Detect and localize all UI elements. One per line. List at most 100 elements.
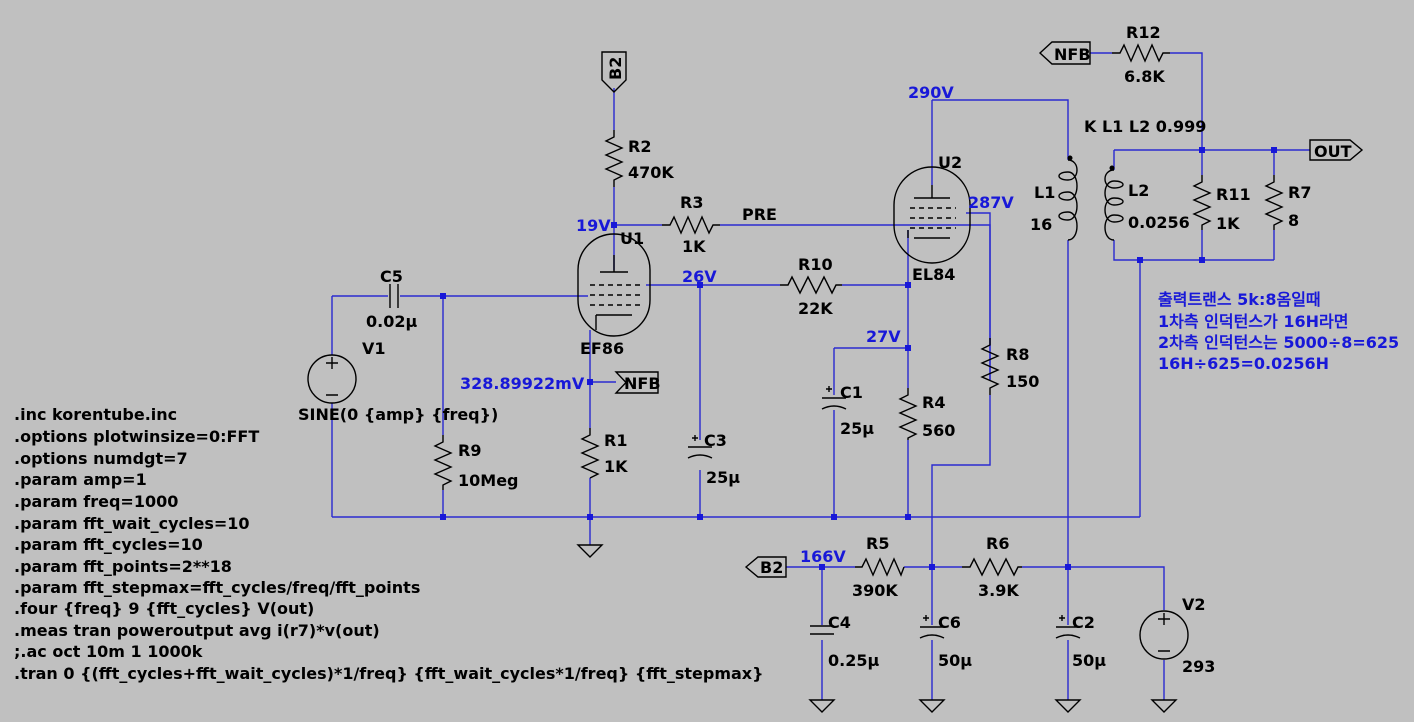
directive-line: .param fft_stepmax=fft_cycles/freq/fft_p… [14,578,420,597]
u1-name: U1 [620,229,644,248]
voltage-cathode-u1: 328.89922mV [460,374,585,393]
c2-value: 50µ [1072,651,1106,670]
spice-directives: .inc korentube.inc .options plotwinsize=… [14,405,764,683]
b2-bottom-flag [744,556,787,578]
junction-dot [1271,147,1277,153]
ground-icon [918,699,946,713]
r5-name: R5 [866,534,889,553]
out-label: OUT [1314,142,1352,161]
r1-resistor [580,428,600,479]
u2-name: U2 [938,153,962,172]
r10-name: R10 [798,255,833,274]
b2-top-label: B2 [606,57,625,80]
supply-wire [786,566,1165,610]
r12-value: 6.8K [1124,67,1165,86]
r5-value: 390K [852,581,898,600]
junction-dot [1065,564,1071,570]
directive-line: .param fft_points=2**18 [14,557,232,576]
c1-name: C1 [840,383,863,402]
ground-icon [808,699,836,713]
u2-value: EL84 [912,265,955,284]
r3-name: R3 [680,193,703,212]
c4-capacitor [810,625,834,635]
capacitors [389,284,1081,639]
l1-name: L1 [1034,183,1055,202]
junctions [440,147,1277,570]
nfb-mid-label: NFB [624,374,661,393]
junction-dot [831,514,837,520]
ground-symbols [576,544,1178,713]
c6-capacitor [919,615,945,639]
r3-resistor [662,215,720,235]
r4-name: R4 [922,393,945,412]
r4-value: 560 [922,421,955,440]
r2-resistor [604,130,624,187]
r4-resistor [898,388,918,440]
r10-value: 22K [798,299,833,318]
c1-wire [833,347,908,517]
out-flag [1309,139,1364,161]
comment-line: 1차측 인덕턴스가 16H라면 [1158,312,1348,331]
junction-dot [819,564,825,570]
c4-name: C4 [828,613,851,632]
r6-value: 3.9K [978,581,1019,600]
nfb-top-wire [1090,52,1203,150]
r5-resistor [855,557,905,577]
coupling-directive: K L1 L2 0.999 [1084,117,1206,136]
directive-line: .options numdgt=7 [14,449,188,468]
r11-value: 1K [1216,214,1240,233]
comment-line: 16H÷625=0.0256H [1158,354,1329,373]
r1-name: R1 [604,431,627,450]
ground-icon [1054,699,1082,713]
r6-resistor [962,557,1022,577]
junction-dot [587,514,593,520]
l1-inductor [1058,159,1078,241]
directive-line: .param amp=1 [14,470,147,489]
nfb-top-flag [1038,41,1091,65]
u1-tube [577,233,651,337]
r6-name: R6 [986,534,1009,553]
net-flags: B2 NFB NFB OUT B2 [601,41,1364,578]
c3-name: C3 [704,431,727,450]
r7-name: R7 [1288,183,1311,202]
r9-name: R9 [458,441,481,460]
voltage-plate-u1: 19V [576,216,611,235]
c6-name: C6 [938,613,961,632]
resistors [433,43,1284,577]
comment-line: 2차측 인덕턴스는 5000÷8=625 [1158,333,1399,352]
c5-capacitor [389,284,399,308]
r8-resistor [980,338,1000,395]
nfb-mid-flag [614,371,659,394]
l2-inductor [1104,169,1124,241]
directive-line: .param fft_wait_cycles=10 [14,514,250,533]
junction-dot [1137,257,1143,263]
voltage-b2-supply: 166V [800,547,846,566]
junction-dot [929,564,935,570]
voltage-cathode-u2: 27V [866,327,901,346]
r10-resistor [780,275,842,295]
b2-bottom-label: B2 [760,558,783,577]
v1-value: SINE(0 {amp} {freq}) [298,405,498,424]
r2-name: R2 [628,137,651,156]
l1-value: 16 [1030,215,1052,234]
junction-dot [697,514,703,520]
v1-source [307,354,357,404]
c1-value: 25µ [840,419,874,438]
ground-icon [1150,699,1178,713]
l2-phase-dot [1109,165,1115,171]
junction-dot [905,282,911,288]
nfb-top-label: NFB [1054,45,1091,64]
r11-resistor [1192,175,1212,230]
c3-capacitor [687,435,713,459]
r2-value: 470K [628,163,674,182]
voltage-annotations: 290V 287V 19V 26V 27V 328.89922mV 166V [460,83,1014,566]
r8-value: 150 [1006,372,1039,391]
l2-name: L2 [1128,181,1149,200]
junction-dot [1199,147,1205,153]
r12-resistor [1112,43,1170,63]
c4-value: 0.25µ [828,651,879,670]
junction-dot [905,514,911,520]
wires [331,52,1310,700]
directive-line: .param fft_cycles=10 [14,535,203,554]
